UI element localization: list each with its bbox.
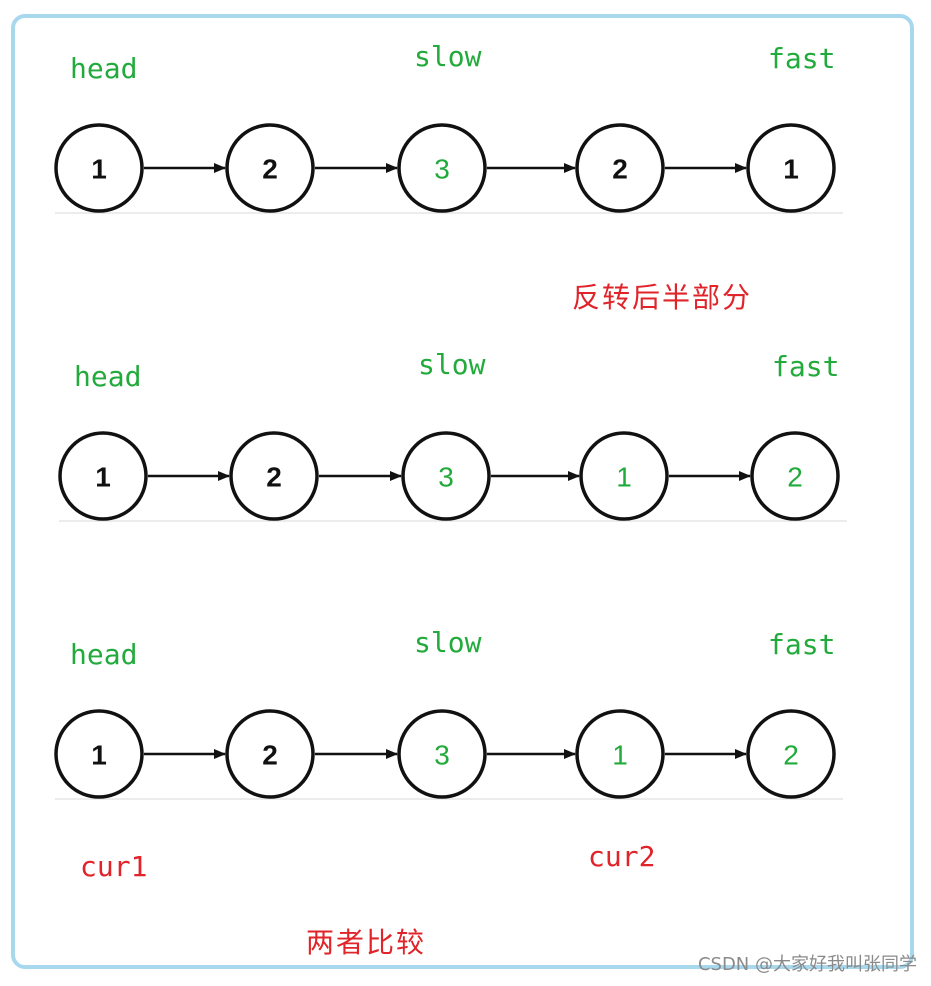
list-node: 1 [579, 431, 669, 521]
list-node: 2 [575, 123, 665, 213]
row2-fast-label: fast [772, 350, 840, 383]
node-circle [397, 709, 487, 799]
node-value: 2 [262, 740, 278, 771]
list-node: 1 [54, 709, 144, 799]
node-value: 1 [91, 154, 107, 185]
list-node: 2 [229, 431, 319, 521]
cur2-label: cur2 [588, 840, 656, 873]
node-circle [229, 431, 319, 521]
node-circle [401, 431, 491, 521]
node-value: 3 [434, 154, 450, 185]
node-value: 3 [434, 740, 450, 771]
node-value: 1 [616, 462, 632, 493]
node-circle [746, 123, 836, 213]
node-value: 2 [612, 154, 628, 185]
node-value: 2 [787, 462, 803, 493]
compare-note: 两者比较 [306, 926, 427, 959]
list-node: 3 [397, 123, 487, 213]
list-node: 1 [54, 123, 144, 213]
node-circle [54, 123, 144, 213]
list-node: 1 [746, 123, 836, 213]
node-value: 3 [438, 462, 454, 493]
list-node: 2 [225, 123, 315, 213]
node-value: 2 [262, 154, 278, 185]
node-circle [746, 709, 836, 799]
linked-list-row-1: 1 2 3 2 1 [54, 123, 843, 214]
node-value: 2 [783, 740, 799, 771]
list-node: 1 [58, 431, 148, 521]
node-circle [58, 431, 148, 521]
row1-head-label: head [70, 52, 138, 85]
node-circle [575, 709, 665, 799]
node-circle [54, 709, 144, 799]
cur1-label: cur1 [80, 850, 148, 883]
node-circle [225, 709, 315, 799]
list-node: 2 [750, 431, 840, 521]
node-circle [397, 123, 487, 213]
row1-slow-label: slow [414, 40, 482, 73]
diagram-frame [11, 14, 914, 969]
node-value: 1 [783, 154, 799, 185]
watermark: CSDN @大家好我叫张同学 [697, 954, 917, 975]
list-node: 2 [225, 709, 315, 799]
row3-head-label: head [70, 638, 138, 671]
list-node: 2 [746, 709, 836, 799]
linked-list-row-3: 1 2 3 1 2 [54, 709, 843, 800]
list-node: 3 [401, 431, 491, 521]
list-node: 1 [575, 709, 665, 799]
row2-slow-label: slow [418, 348, 486, 381]
row1-fast-label: fast [768, 42, 836, 75]
node-circle [750, 431, 840, 521]
node-circle [579, 431, 669, 521]
reverse-note: 反转后半部分 [572, 281, 753, 314]
node-circle [225, 123, 315, 213]
node-value: 1 [95, 462, 111, 493]
row2-head-label: head [74, 360, 142, 393]
node-value: 1 [612, 740, 628, 771]
list-node: 3 [397, 709, 487, 799]
row3-slow-label: slow [414, 626, 482, 659]
node-circle [575, 123, 665, 213]
linked-list-row-2: 1 2 3 1 2 [58, 431, 847, 522]
node-value: 2 [266, 462, 282, 493]
row3-fast-label: fast [768, 628, 836, 661]
node-value: 1 [91, 740, 107, 771]
